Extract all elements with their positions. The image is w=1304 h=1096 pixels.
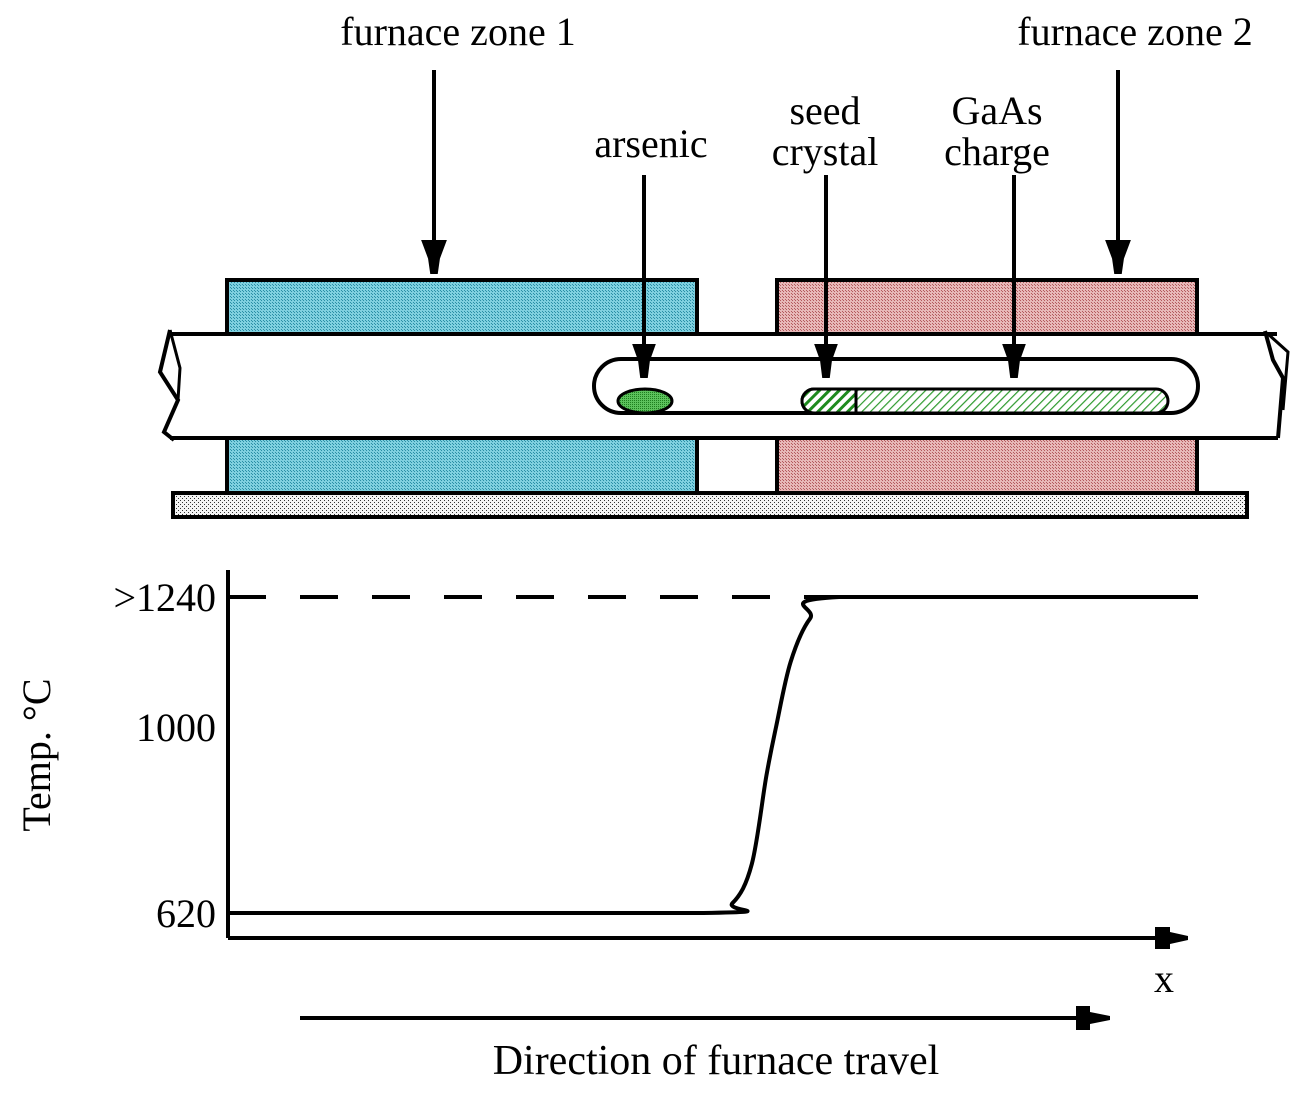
furnace-zone-2-top [775,278,1199,336]
direction-arrow-icon [1076,1006,1110,1030]
arrow-down-icon [814,344,838,378]
arrow-down-icon [1002,344,1026,378]
label-gaas-line2: charge [944,129,1050,174]
y-axis-label: Temp. °C [14,678,59,831]
arsenic-source [616,387,674,415]
label-seed-line2: crystal [772,129,879,174]
seed-crystal [800,387,858,415]
x-axis-label: x [1154,956,1174,1001]
y-tick-label: 620 [156,891,216,936]
label-furnace-zone-1: furnace zone 1 [340,9,575,54]
label-furnace-zone-2: furnace zone 2 [1017,9,1252,54]
arrow-down-icon [632,344,656,378]
label-seed-line1: seed [789,88,860,133]
temperature-curve [228,595,1198,915]
pointer-arrows [421,70,1131,378]
tube-break-right-icon [1263,330,1286,439]
y-tick-label: >1240 [113,575,216,620]
furnace-zone-1-top [225,278,699,336]
arrow-down-icon [1105,240,1131,274]
label-gaas-line1: GaAs [951,88,1042,133]
x-axis-arrow-icon [1155,927,1188,949]
y-tick-label: 1000 [136,705,216,750]
label-arsenic: arsenic [594,121,707,166]
furnace-zone-2-bottom [775,436,1199,495]
arrow-down-icon [421,240,447,274]
base-plate [171,491,1249,519]
direction-label: Direction of furnace travel [493,1038,940,1084]
furnace-zone-1-bottom [225,436,699,495]
temperature-chart: >1240 1000 620 x Temp. °C [14,570,1198,1001]
